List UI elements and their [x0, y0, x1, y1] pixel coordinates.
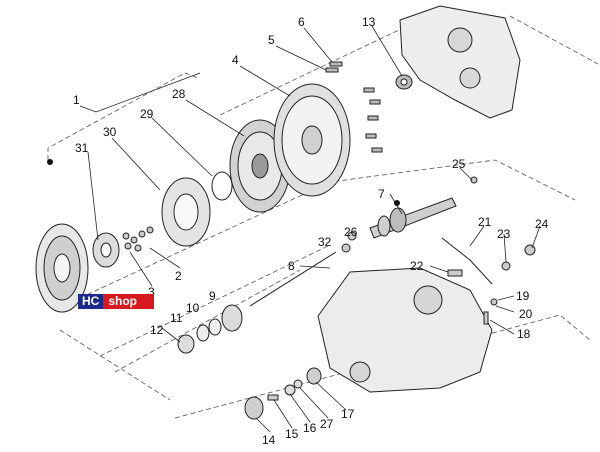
push-rod [249, 251, 337, 307]
marker-dot [394, 200, 400, 206]
input-shaft [369, 197, 457, 239]
callout-12: 12 [150, 323, 164, 337]
callout-21: 21 [478, 215, 492, 229]
callout-13: 13 [362, 15, 376, 29]
callout-18: 18 [517, 327, 531, 341]
callout-14: 14 [262, 433, 276, 447]
spring-plate [92, 232, 120, 268]
callout-23: 23 [497, 227, 511, 241]
housing-nut [395, 74, 413, 90]
watermark-shop: shop [103, 294, 154, 309]
marker-dot [47, 159, 53, 165]
callout-20: 20 [519, 307, 533, 321]
callout-29: 29 [140, 107, 154, 121]
callout-7: 7 [378, 187, 385, 201]
bolt-set [122, 226, 154, 252]
callout-19: 19 [516, 289, 530, 303]
pressure-plate [35, 223, 89, 313]
callout-24: 24 [535, 217, 549, 231]
callout-labels: 1 2 3 4 5 6 7 8 9 10 11 12 13 14 15 16 1… [73, 15, 549, 447]
shaft-bearing [341, 243, 351, 253]
callout-25: 25 [452, 157, 466, 171]
callout-1: 1 [73, 93, 80, 107]
callout-28: 28 [172, 87, 186, 101]
callout-15: 15 [285, 427, 299, 441]
callout-30: 30 [103, 125, 117, 139]
callout-32: 32 [318, 235, 332, 249]
engine-housing-top [399, 5, 521, 119]
callout-5: 5 [268, 33, 275, 47]
lower-shaft-parts [244, 367, 322, 420]
leader-lines [79, 25, 541, 433]
callout-3: 3 [148, 285, 155, 299]
callout-27: 27 [320, 417, 334, 431]
flywheel-bolts [325, 61, 383, 153]
callout-17: 17 [341, 407, 355, 421]
bearing-stack [177, 304, 243, 354]
shaft-seal [347, 231, 357, 241]
callout-4: 4 [232, 53, 239, 67]
callout-26: 26 [344, 225, 358, 239]
callout-16: 16 [303, 421, 317, 435]
callout-2: 2 [175, 269, 182, 283]
callout-8: 8 [288, 259, 295, 273]
callout-31: 31 [75, 141, 89, 155]
callout-6: 6 [298, 15, 305, 29]
gearbox-housing [317, 267, 493, 393]
callout-9: 9 [209, 289, 216, 303]
watermark-hc: HC [78, 294, 104, 309]
flywheel [273, 83, 351, 197]
clutch-cover [161, 177, 211, 247]
snap-ring [211, 171, 233, 201]
callout-10: 10 [186, 301, 200, 315]
hc-shop-watermark: HC shop [78, 294, 154, 309]
callout-22: 22 [410, 259, 424, 273]
callout-11: 11 [170, 311, 183, 325]
